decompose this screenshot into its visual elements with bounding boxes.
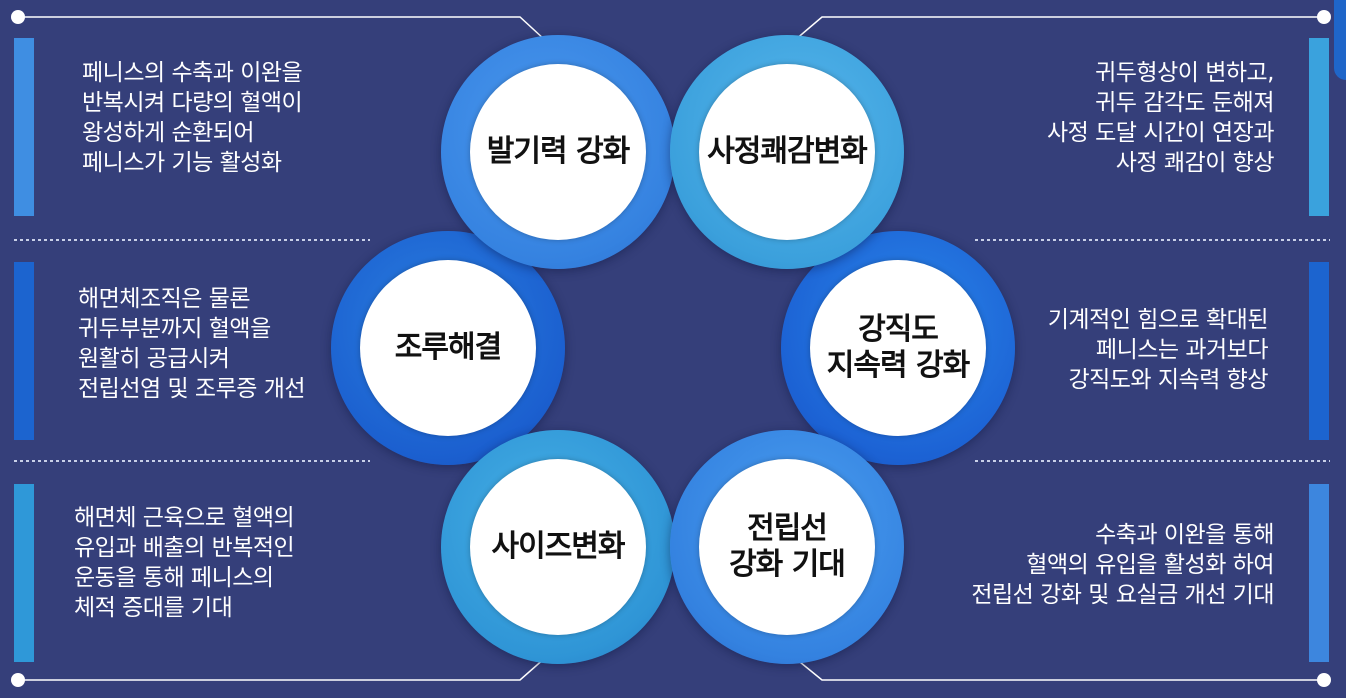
- desc-line: 페니스의 수축과 이완을: [82, 60, 303, 86]
- desc-prostate: 수축과 이완을 통해 혈액의 유입을 활성화 하여 전립선 강화 및 요실금 개…: [971, 520, 1274, 610]
- title-line: 발기력 강화: [486, 134, 630, 169]
- title-rigidity: 강직도 지속력 강화: [810, 260, 986, 436]
- desc-line: 반복시켜 다량의 혈액이: [82, 90, 303, 116]
- desc-line: 귀두부분까지 혈액을: [78, 316, 271, 342]
- accent-bar-right-1: [1309, 38, 1329, 216]
- desc-line: 전립선 강화 및 요실금 개선 기대: [971, 582, 1274, 608]
- title-line: 전립선: [747, 511, 828, 546]
- desc-line: 원활히 공급시켜: [78, 346, 230, 372]
- desc-line: 강직도와 지속력 향상: [1068, 367, 1268, 393]
- desc-line: 사정 도달 시간이 연장과: [1046, 120, 1275, 146]
- connector-top-left: [18, 16, 546, 41]
- desc-line: 해면체 근육으로 혈액의: [74, 505, 295, 531]
- title-line: 조루해결: [394, 330, 502, 365]
- desc-line: 전립선염 및 조루증 개선: [78, 376, 306, 402]
- desc-size: 해면체 근육으로 혈액의 유입과 배출의 반복적인 운동을 통해 페니스의 체적…: [74, 503, 295, 623]
- desc-line: 왕성하게 순환되어: [82, 120, 255, 146]
- title-line: 사이즈변화: [491, 529, 626, 564]
- desc-line: 체적 증대를 기대: [74, 595, 233, 621]
- title-erection: 발기력 강화: [470, 64, 646, 240]
- connector-bottom-left: [18, 657, 546, 681]
- accent-bar-left-3: [14, 484, 34, 662]
- desc-line: 해면체조직은 물론: [78, 286, 251, 312]
- title-line: 강직도: [858, 312, 939, 347]
- desc-ejaculation: 귀두형상이 변하고, 귀두 감각도 둔해져 사정 도달 시간이 연장과 사정 쾌…: [1046, 58, 1275, 178]
- desc-line: 혈액의 유입을 활성화 하여: [1026, 552, 1274, 578]
- connector-dot-bottom-right: [1317, 673, 1331, 687]
- desc-line: 페니스가 기능 활성화: [82, 150, 282, 176]
- title-prostate: 전립선 강화 기대: [699, 459, 875, 635]
- title-ejaculation: 사정쾌감변화: [699, 64, 875, 240]
- connector-dot-bottom-left: [11, 673, 25, 687]
- connector-dot-top-right: [1317, 10, 1331, 24]
- title-line: 강화 기대: [729, 547, 846, 582]
- desc-line: 귀두형상이 변하고,: [1095, 60, 1274, 86]
- title-line: 지속력 강화: [826, 348, 970, 383]
- desc-rigidity: 기계적인 힘으로 확대된 페니스는 과거보다 강직도와 지속력 향상: [1047, 305, 1269, 395]
- accent-bar-right-2: [1309, 262, 1329, 440]
- desc-line: 사정 쾌감이 향상: [1115, 150, 1275, 176]
- desc-premature: 해면체조직은 물론 귀두부분까지 혈액을 원활히 공급시켜 전립선염 및 조루증…: [78, 284, 306, 404]
- desc-line: 유입과 배출의 반복적인: [74, 535, 295, 561]
- corner-tab: [1334, 0, 1346, 80]
- accent-bar-left-2: [14, 262, 34, 440]
- connector-dot-top-left: [11, 10, 25, 24]
- accent-bar-right-3: [1309, 484, 1329, 662]
- connector-top-right: [794, 16, 1324, 41]
- title-line: 사정쾌감변화: [707, 134, 868, 169]
- desc-line: 수축과 이완을 통해: [1095, 522, 1274, 548]
- desc-line: 운동을 통해 페니스의: [74, 565, 274, 591]
- accent-bar-left-1: [14, 38, 34, 216]
- desc-line: 기계적인 힘으로 확대된: [1047, 307, 1269, 333]
- connector-bottom-right: [794, 657, 1324, 681]
- desc-line: 귀두 감각도 둔해져: [1095, 90, 1274, 116]
- desc-line: 페니스는 과거보다: [1095, 337, 1269, 363]
- title-premature: 조루해결: [360, 260, 536, 436]
- desc-erection: 페니스의 수축과 이완을 반복시켜 다량의 혈액이 왕성하게 순환되어 페니스가…: [82, 58, 303, 178]
- title-size: 사이즈변화: [470, 459, 646, 635]
